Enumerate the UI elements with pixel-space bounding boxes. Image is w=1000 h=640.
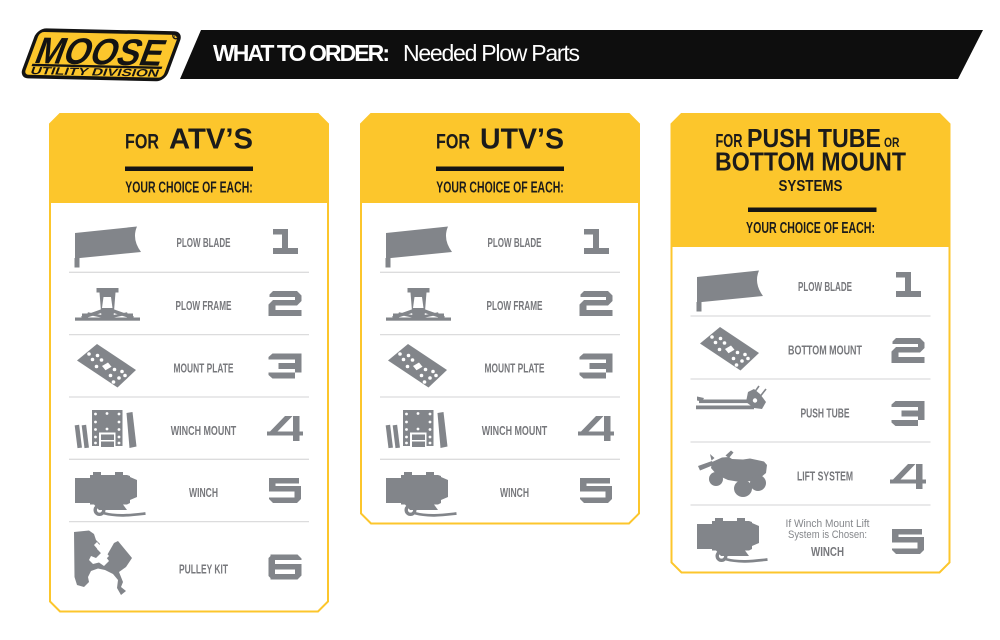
svg-text:MOUNT PLATE: MOUNT PLATE bbox=[485, 361, 545, 376]
svg-text:BOTTOM MOUNT: BOTTOM MOUNT bbox=[715, 147, 906, 177]
svg-text:SYSTEMS: SYSTEMS bbox=[779, 178, 843, 195]
svg-text:WINCH: WINCH bbox=[811, 545, 844, 559]
svg-text:WINCH MOUNT: WINCH MOUNT bbox=[171, 423, 237, 438]
svg-text:PLOW FRAME: PLOW FRAME bbox=[487, 298, 543, 313]
svg-text:OR: OR bbox=[884, 134, 900, 150]
svg-text:If Winch Mount Lift: If Winch Mount Lift bbox=[786, 518, 870, 530]
svg-text:PLOW FRAME: PLOW FRAME bbox=[176, 298, 232, 313]
svg-text:WINCH: WINCH bbox=[500, 485, 529, 500]
svg-text:LIFT SYSTEM: LIFT SYSTEM bbox=[797, 469, 853, 484]
svg-text:PULLEY KIT: PULLEY KIT bbox=[179, 562, 228, 577]
svg-text:FOR: FOR bbox=[716, 131, 743, 151]
svg-text:YOUR CHOICE OF EACH:: YOUR CHOICE OF EACH: bbox=[125, 180, 253, 197]
svg-text:FOR: FOR bbox=[436, 131, 470, 154]
svg-text:R: R bbox=[174, 34, 178, 39]
svg-text:WHAT TO ORDER:: WHAT TO ORDER: bbox=[213, 40, 390, 66]
svg-text:YOUR CHOICE OF EACH:: YOUR CHOICE OF EACH: bbox=[746, 220, 875, 237]
svg-text:BOTTOM MOUNT: BOTTOM MOUNT bbox=[788, 343, 862, 358]
svg-text:FOR: FOR bbox=[125, 131, 159, 154]
svg-text:YOUR CHOICE OF EACH:: YOUR CHOICE OF EACH: bbox=[436, 180, 564, 197]
svg-text:PLOW BLADE: PLOW BLADE bbox=[177, 235, 231, 250]
svg-text:PUSH TUBE: PUSH TUBE bbox=[747, 123, 881, 153]
svg-text:System is Chosen:: System is Chosen: bbox=[788, 529, 867, 541]
svg-text:UTV’S: UTV’S bbox=[480, 124, 564, 156]
svg-text:MOUNT PLATE: MOUNT PLATE bbox=[174, 361, 234, 376]
svg-text:WINCH: WINCH bbox=[189, 485, 218, 500]
svg-text:WINCH MOUNT: WINCH MOUNT bbox=[482, 423, 548, 438]
svg-text:ATV’S: ATV’S bbox=[169, 124, 253, 156]
svg-text:Needed Plow Parts: Needed Plow Parts bbox=[403, 40, 580, 66]
svg-text:PUSH TUBE: PUSH TUBE bbox=[801, 406, 850, 421]
svg-text:PLOW BLADE: PLOW BLADE bbox=[488, 235, 542, 250]
svg-text:UTILITY DIVISION: UTILITY DIVISION bbox=[29, 65, 162, 79]
svg-text:PLOW BLADE: PLOW BLADE bbox=[798, 279, 852, 294]
